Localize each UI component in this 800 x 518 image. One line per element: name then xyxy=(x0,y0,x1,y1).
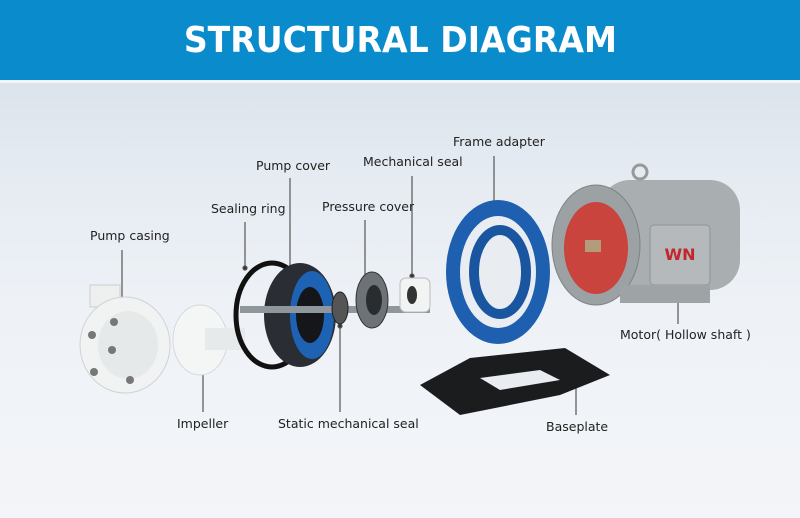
label-pump-casing: Pump casing xyxy=(90,228,170,243)
label-sealing-ring: Sealing ring xyxy=(211,201,286,216)
static-mechanical-seal-part xyxy=(331,291,349,325)
motor-part: WN xyxy=(551,163,740,306)
label-baseplate: Baseplate xyxy=(546,419,609,434)
page-title: STRUCTURAL DIAGRAM xyxy=(183,19,617,61)
label-static-mechanical-seal: Static mechanical seal xyxy=(278,416,419,431)
pressure-cover-part xyxy=(355,271,389,329)
motor-brand-logo: WN xyxy=(664,245,695,264)
label-impeller: Impeller xyxy=(177,416,229,431)
header-banner: STRUCTURAL DIAGRAM xyxy=(0,0,800,83)
label-mechanical-seal: Mechanical seal xyxy=(363,154,463,169)
frame-adapter-part xyxy=(446,200,550,344)
label-pressure-cover: Pressure cover xyxy=(322,199,415,214)
pump-casing-part xyxy=(79,284,171,394)
label-frame-adapter: Frame adapter xyxy=(453,134,545,149)
mechanical-seal-part xyxy=(399,277,431,313)
pump-cover-part xyxy=(264,263,336,367)
label-motor: Motor( Hollow shaft ) xyxy=(620,327,751,342)
label-pump-cover: Pump cover xyxy=(256,158,331,173)
baseplate-part xyxy=(420,348,610,415)
impeller-part xyxy=(172,304,245,376)
